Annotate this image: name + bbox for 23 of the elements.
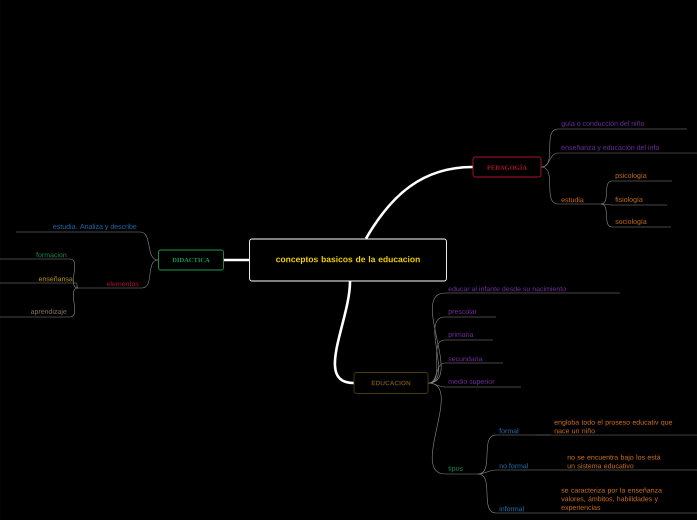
connector-line <box>364 166 473 240</box>
connector-line <box>541 128 558 168</box>
connector-line <box>541 152 558 168</box>
connector-line <box>600 180 612 204</box>
connector-line <box>428 340 446 384</box>
connector-line <box>76 282 78 288</box>
connector-line <box>478 434 496 474</box>
connector-line <box>70 258 78 288</box>
connector-line <box>140 232 158 260</box>
connector-line <box>224 258 250 262</box>
connector-line <box>70 288 78 318</box>
connector-line <box>600 204 612 228</box>
connector-line <box>600 204 612 206</box>
connector-line <box>478 474 496 514</box>
connector-line <box>536 512 558 514</box>
connector-line <box>142 260 158 288</box>
central-topic-box: conceptos basicos de la educacion <box>249 238 447 282</box>
connector-line <box>541 166 558 204</box>
connector-line <box>478 470 496 474</box>
connector-line <box>428 362 446 384</box>
connector-line <box>334 281 354 384</box>
connector-line <box>428 382 446 474</box>
connector-line <box>536 434 552 436</box>
